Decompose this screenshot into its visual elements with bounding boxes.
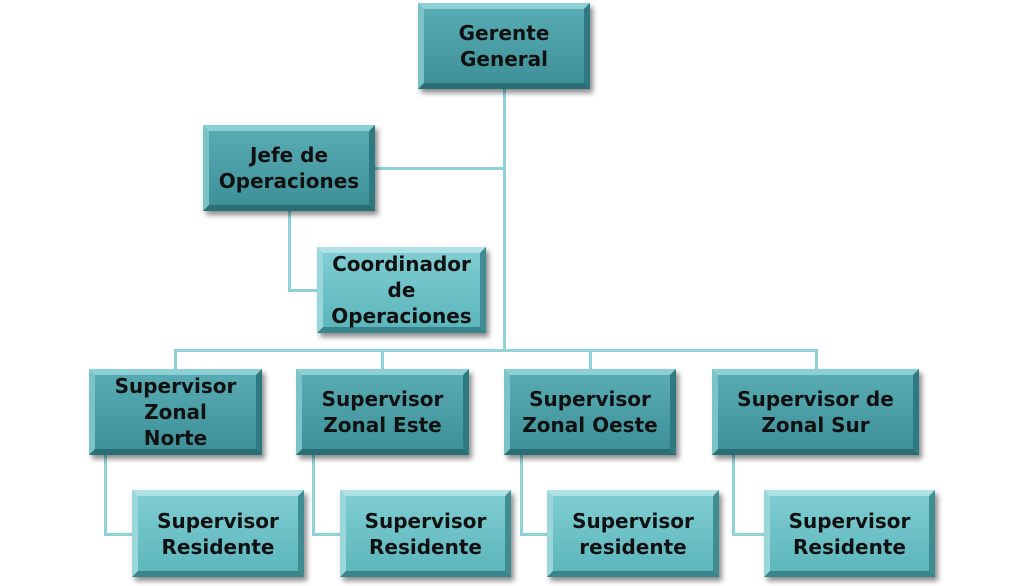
node-supervisor-norte: Supervisor Zonal Norte	[89, 369, 262, 455]
connector	[288, 289, 318, 292]
node-supervisor-este: Supervisor Zonal Este	[296, 369, 469, 455]
connector	[312, 455, 315, 535]
connector	[520, 533, 550, 536]
connector	[104, 455, 107, 535]
node-supervisor-sur: Supervisor de Zonal Sur	[712, 369, 919, 455]
node-resident-oeste: Supervisor residente	[547, 490, 719, 577]
node-resident-norte: Supervisor Residente	[132, 490, 304, 577]
connector	[589, 349, 592, 371]
node-resident-sur: Supervisor Residente	[764, 490, 935, 577]
connector	[174, 349, 177, 371]
node-operations-head: Jefe de Operaciones	[203, 125, 375, 211]
connector	[732, 533, 766, 536]
connector	[312, 533, 342, 536]
connector	[381, 349, 384, 371]
connector	[375, 167, 505, 170]
node-supervisor-oeste: Supervisor Zonal Oeste	[504, 369, 676, 455]
node-general-manager: Gerente General	[418, 3, 590, 89]
connector	[104, 533, 134, 536]
node-resident-este: Supervisor Residente	[340, 490, 511, 577]
connector	[174, 349, 818, 352]
node-operations-coordinator: Coordinador de Operaciones	[317, 247, 486, 333]
connector	[732, 455, 735, 535]
connector	[520, 455, 523, 535]
connector	[503, 89, 506, 351]
connector	[288, 211, 291, 291]
connector	[815, 349, 818, 371]
